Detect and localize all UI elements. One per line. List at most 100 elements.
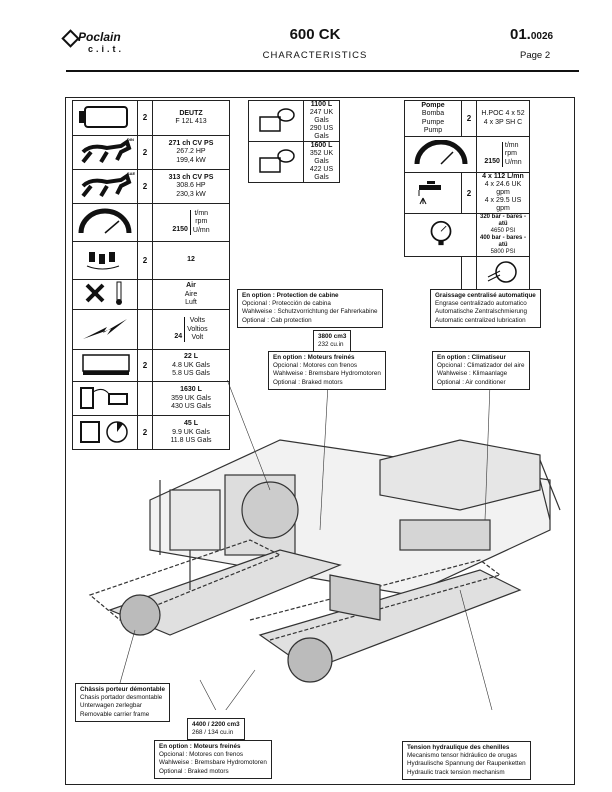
- spec-line: F 12L 413: [175, 118, 207, 125]
- tachometer-icon: [414, 139, 467, 165]
- spec-line: 45 L: [183, 420, 198, 428]
- callout-line: Removable carrier frame: [80, 710, 150, 718]
- tank-line: 1100 L: [310, 101, 333, 108]
- oil-sump-icon: [82, 354, 130, 376]
- callout-line: Automatic centralized lubrication: [435, 316, 526, 324]
- callout-line: En option : Moteurs freinés: [273, 354, 355, 361]
- flow-lpm: 4 x 112 L/mn: [482, 173, 524, 180]
- tank-line: 1600 L: [310, 142, 333, 150]
- fuel-pump-icon: [80, 387, 128, 410]
- hydraulic-tank-icon: [259, 149, 295, 173]
- rating-tag: DIN: [127, 136, 134, 142]
- callout-line: En option : Climatiseur: [437, 354, 506, 361]
- spec-line: 9.9 UK Gals: [172, 428, 210, 436]
- rating-tag: SAE: [127, 170, 136, 176]
- oil-barrel-icon: [259, 107, 295, 132]
- callout-line: Wahlweise : Bremsbare Hydromotoren: [273, 370, 381, 378]
- ref-sub: 0026: [530, 31, 554, 42]
- tank-line: 422 US Gals: [309, 166, 334, 182]
- spec-value: 24: [174, 333, 183, 341]
- content-frame: [65, 97, 575, 785]
- callout-line: Mecanismo tensor hidráulico de orugas: [407, 752, 517, 760]
- callout-line: Wahlweise : Klimaanlage: [437, 370, 508, 378]
- page-number: Page 2: [520, 50, 551, 61]
- pump-rpm-value: 2150: [484, 158, 500, 166]
- callout-line: En option : Protection de cabine: [242, 292, 339, 299]
- rpm-unit-en: rpm: [504, 150, 517, 158]
- flow-us-gpm: 4 x 29.5 US gpm: [484, 197, 522, 213]
- rpm-unit-de: U/mn: [504, 158, 522, 166]
- callout-line: Hydraulic track tension mechanism: [407, 768, 505, 776]
- spec-line: 11.8 US Gals: [170, 436, 212, 444]
- callout-line: Optional : Air conditioner: [437, 378, 506, 386]
- horse-din-icon: [81, 138, 132, 164]
- spec-line: DEUTZ: [179, 109, 203, 117]
- pressure-1-psi: 4650 PSI: [490, 228, 516, 235]
- document-ref: 01.0026: [510, 26, 553, 43]
- engine-icon: [79, 106, 128, 129]
- spec-count: [137, 278, 153, 311]
- lightning-icon: [83, 319, 127, 340]
- spec-count: 2: [137, 349, 153, 383]
- brand-sub: c.i.t.: [88, 44, 125, 54]
- spec-line: 22 L: [183, 353, 198, 361]
- callout-line: 4400 / 2200 cm3: [192, 721, 240, 728]
- brand-name: Poclain: [78, 30, 121, 44]
- pump-count: 2: [461, 100, 477, 137]
- horse-sae-icon: [81, 172, 132, 198]
- flow-uk-gpm: 4 x 24.6 UK gpm: [484, 181, 522, 197]
- callout-line: 268 / 134 cu.in: [192, 729, 234, 737]
- spec-line: 230,3 kW: [176, 190, 206, 198]
- spec-count: [137, 203, 153, 242]
- spec-line: Luft: [185, 298, 197, 306]
- spec-count: 2: [137, 415, 153, 451]
- callout-line: Optional : Braked motors: [273, 378, 343, 386]
- callout-line: Optional : Cab protection: [242, 316, 312, 324]
- pressure-1-bar: 320 bar - bares - atü: [479, 214, 527, 228]
- ref-main: 01.: [510, 26, 531, 43]
- pump-model: H.POC 4 x 52: [481, 110, 525, 118]
- tachometer-icon: [78, 208, 132, 234]
- callout-line: Graissage centralisé automatique: [435, 292, 536, 299]
- swing-motor-icon: [487, 261, 517, 283]
- spec-unit: Volts: [189, 317, 205, 325]
- spec-line: 271 ch CV PS: [168, 140, 214, 148]
- spec-unit: Volt: [191, 333, 204, 341]
- spec-count: [137, 309, 153, 351]
- callout-line: Wahlweise : Schutzvorrichtung der Fahrer…: [242, 308, 378, 316]
- header-rule: [66, 70, 579, 72]
- pump-label-fr: Pompe: [421, 102, 445, 110]
- faucet-icon: [418, 180, 441, 204]
- model-title: 600 CK: [289, 26, 341, 43]
- pump-label-es: Bomba: [421, 110, 445, 118]
- callout-line: Optional : Braked motors: [159, 767, 229, 775]
- cylinders-icon: [86, 251, 120, 270]
- spec-line: Air: [186, 282, 196, 290]
- pressure-2-bar: 400 bar - bares - atü: [479, 234, 527, 248]
- jerrycan-clock-icon: [80, 421, 128, 444]
- spec-unit: Voltios: [187, 325, 208, 333]
- excavator-cutaway-drawing: [88, 380, 561, 710]
